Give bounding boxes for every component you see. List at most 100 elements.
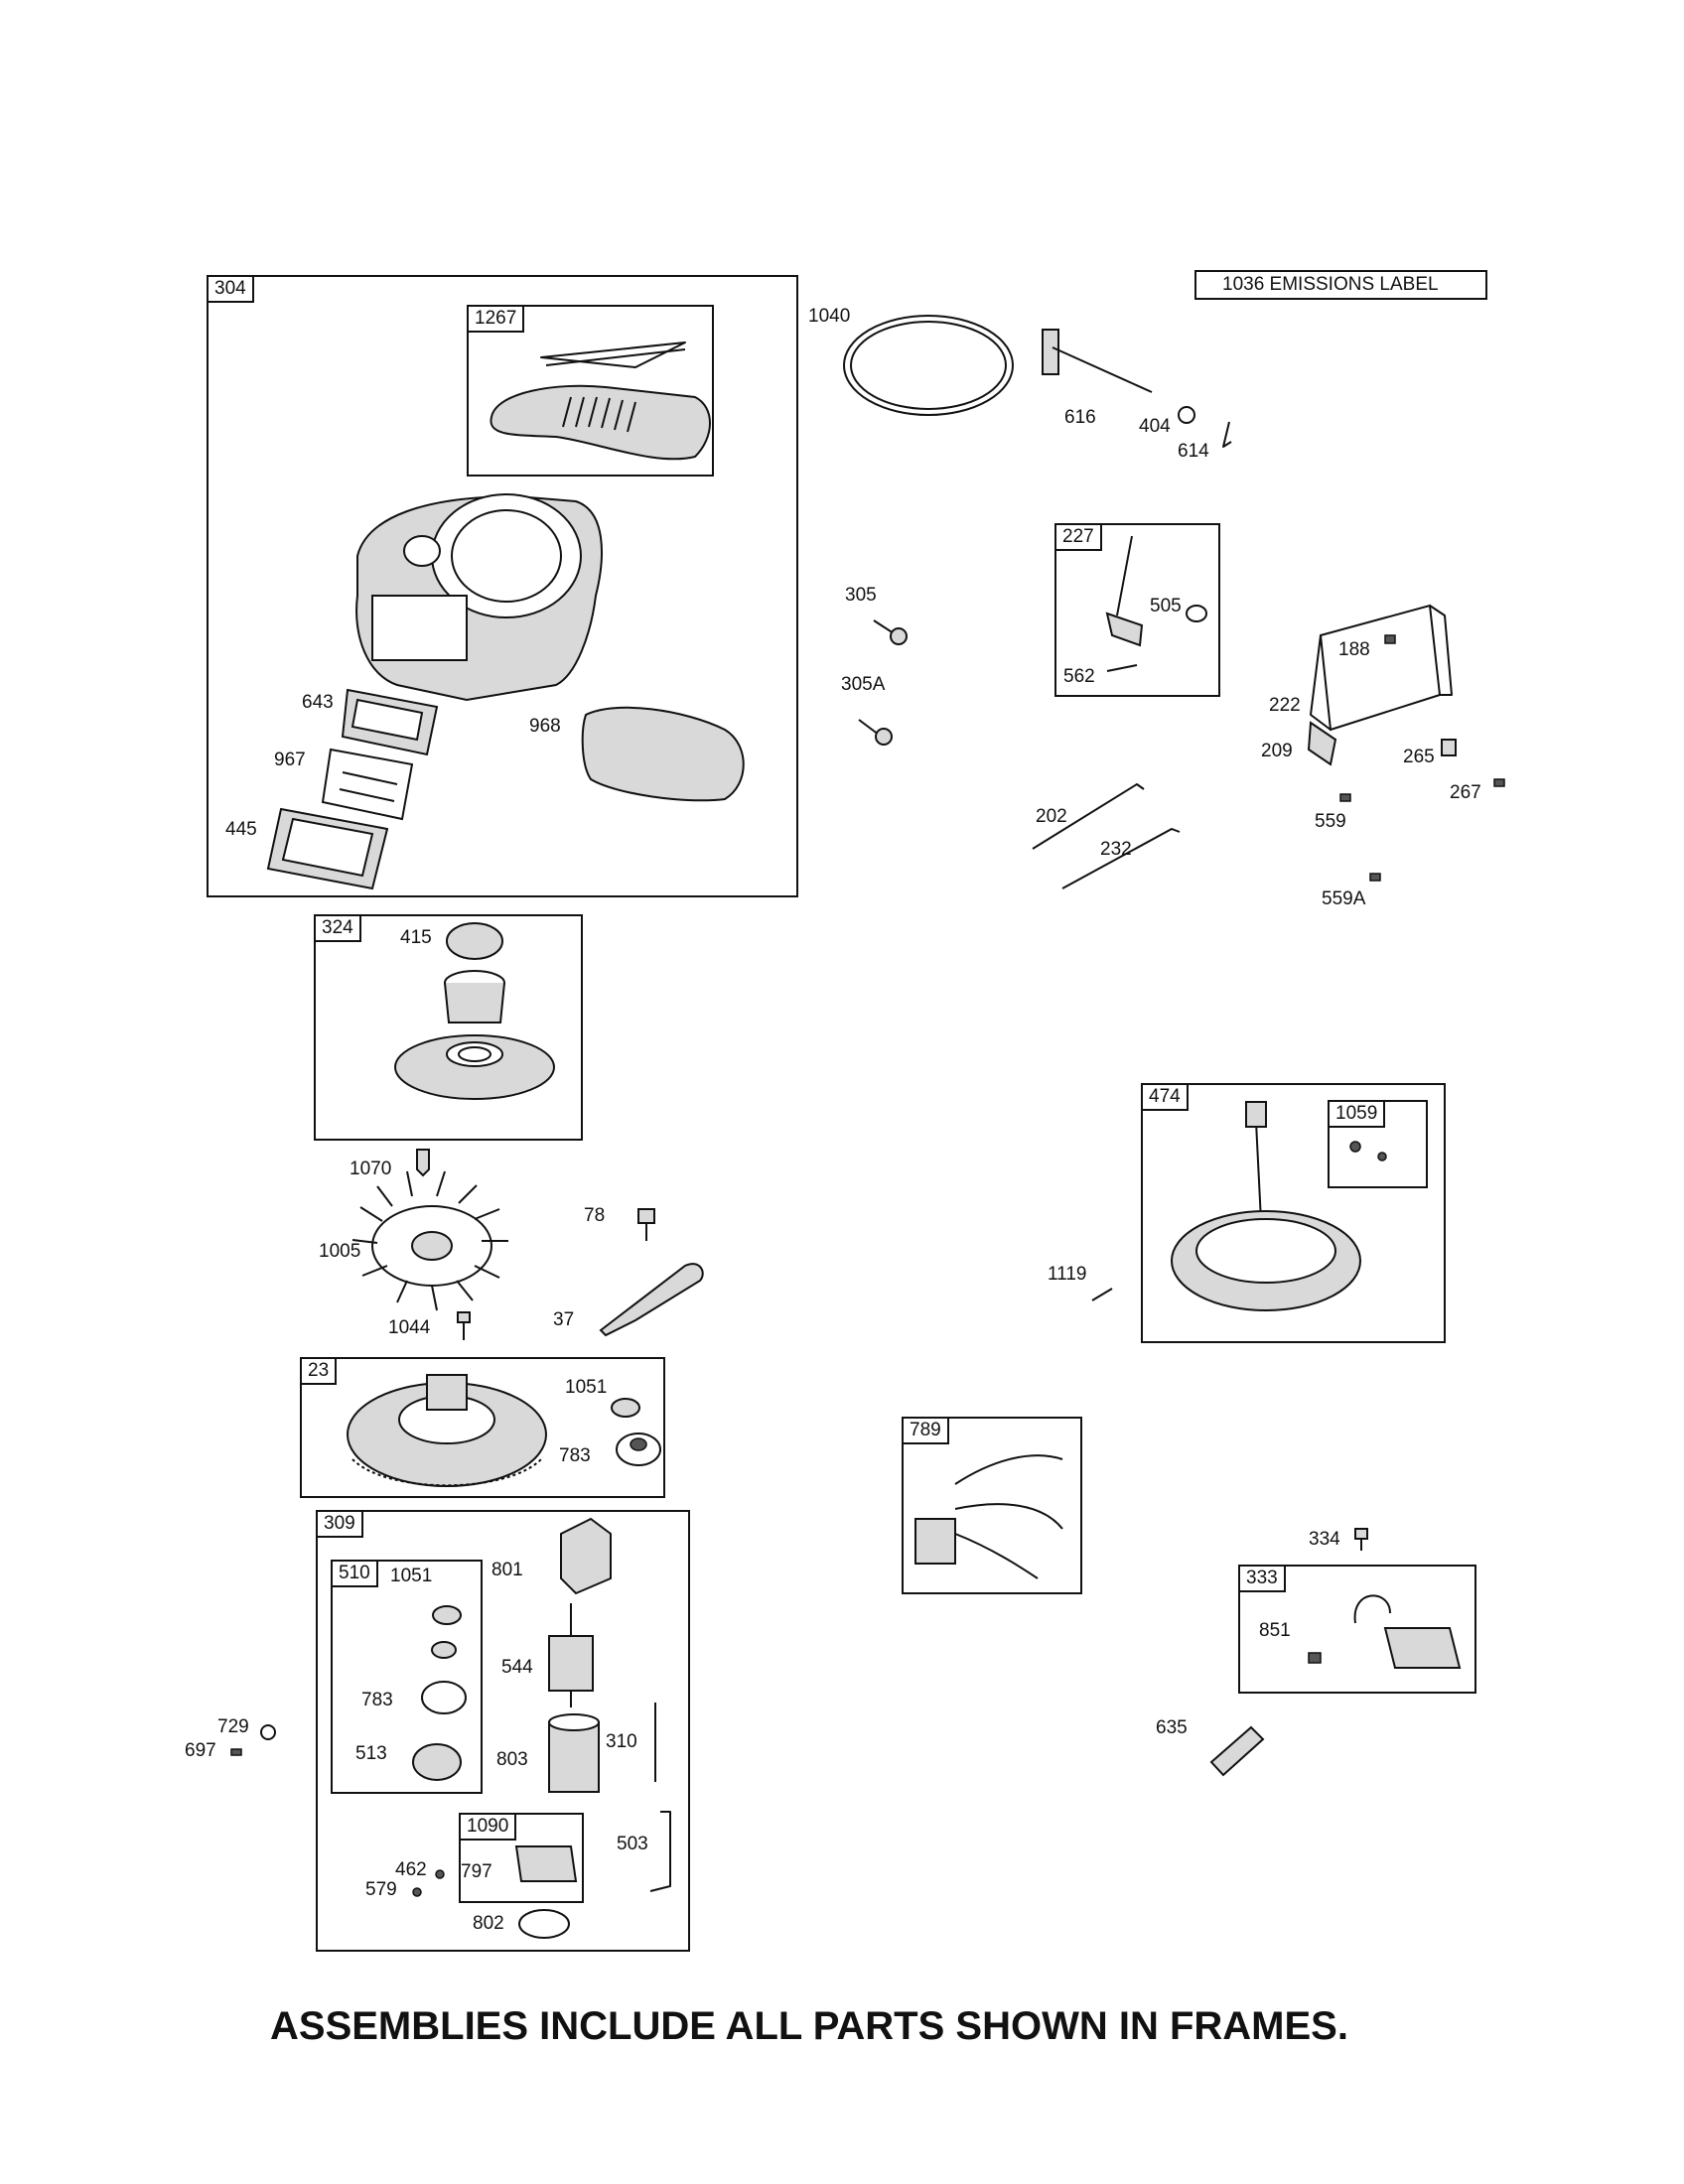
part-1005-fan-drawing	[351, 1170, 508, 1311]
part-label-305: 305	[845, 585, 877, 606]
part-label-579: 579	[365, 1879, 397, 1900]
part-label-1051-flywheel: 1051	[565, 1377, 608, 1398]
part-801-drawing	[560, 1517, 612, 1595]
frame-333: 333	[1238, 1565, 1476, 1694]
part-label-415: 415	[400, 927, 432, 948]
part-label-1040: 1040	[808, 306, 851, 327]
part-1044-drawing	[457, 1311, 471, 1340]
part-305a-drawing	[858, 719, 893, 746]
part-label-697: 697	[185, 1740, 216, 1761]
part-503-drawing	[649, 1811, 671, 1892]
part-1119-drawing	[1091, 1288, 1113, 1301]
frame-789-tag: 789	[902, 1417, 949, 1444]
part-label-968: 968	[529, 716, 561, 737]
part-324-screen-drawing	[394, 1034, 555, 1100]
frame-324-tag: 324	[314, 914, 361, 942]
frame-510-tag: 510	[331, 1560, 378, 1587]
part-803-drawing	[548, 1713, 600, 1793]
part-label-544: 544	[501, 1657, 533, 1678]
frame-1267: 1267	[467, 305, 714, 477]
part-333-ignition-drawing	[1353, 1594, 1462, 1669]
part-697-drawing	[230, 1748, 242, 1756]
frame-227: 227	[1054, 523, 1220, 697]
part-209-drawing	[1307, 721, 1337, 766]
part-label-265: 265	[1403, 747, 1435, 767]
frame-789: 789	[902, 1417, 1082, 1594]
frame-304-tag: 304	[207, 275, 254, 303]
frame-474: 474	[1141, 1083, 1446, 1343]
part-label-513: 513	[355, 1743, 387, 1764]
frame-1059-tag: 1059	[1328, 1100, 1386, 1128]
part-729-drawing	[260, 1724, 276, 1740]
part-202-drawing	[1032, 783, 1145, 850]
part-label-851: 851	[1259, 1620, 1291, 1641]
part-label-462: 462	[395, 1859, 427, 1880]
part-1040-ring-drawing	[843, 315, 1014, 416]
frame-1059: 1059	[1328, 1100, 1428, 1188]
part-label-635: 635	[1156, 1717, 1188, 1738]
part-334-drawing	[1354, 1528, 1368, 1551]
frame-309: 309	[316, 1510, 690, 1952]
part-label-1051-starter: 1051	[390, 1566, 433, 1586]
part-label-559: 559	[1315, 811, 1346, 832]
assemblies-footer-note: ASSEMBLIES INCLUDE ALL PARTS SHOWN IN FR…	[270, 2004, 1348, 2048]
part-802-drawing	[518, 1909, 570, 1939]
part-789-harness-drawing	[914, 1454, 1063, 1579]
part-544-armature-drawing	[548, 1603, 594, 1707]
part-label-305a: 305A	[841, 674, 886, 695]
frame-1090: 1090	[459, 1813, 584, 1903]
part-label-1070: 1070	[350, 1159, 392, 1179]
part-267-drawing	[1493, 778, 1505, 787]
part-label-616: 616	[1064, 407, 1096, 428]
part-label-232: 232	[1100, 839, 1132, 860]
part-label-614: 614	[1178, 441, 1209, 462]
part-579-drawing	[412, 1887, 422, 1897]
part-188-drawing	[1384, 634, 1396, 644]
part-label-404: 404	[1139, 416, 1171, 437]
frame-23-tag: 23	[300, 1357, 338, 1385]
part-510-stack-drawing	[412, 1605, 467, 1781]
part-462-drawing	[435, 1869, 445, 1879]
part-304-blower-housing-drawing	[355, 493, 603, 702]
part-404-drawing	[1178, 406, 1195, 424]
part-1059-nut-drawing	[1377, 1152, 1387, 1161]
part-559-drawing	[1339, 793, 1351, 802]
part-265-drawing	[1441, 739, 1457, 756]
part-label-559a: 559A	[1322, 888, 1366, 909]
part-label-643: 643	[302, 692, 334, 713]
part-label-802: 802	[473, 1913, 504, 1934]
part-851-drawing	[1308, 1652, 1322, 1664]
part-label-783-flywheel: 783	[559, 1445, 591, 1466]
part-label-503: 503	[617, 1834, 648, 1854]
part-label-801: 801	[491, 1560, 523, 1580]
part-78-drawing	[637, 1208, 655, 1241]
frame-474-tag: 474	[1141, 1083, 1189, 1111]
part-1070-drawing	[416, 1149, 430, 1177]
part-968-drawing	[581, 706, 745, 802]
frame-304: 304	[207, 275, 798, 897]
part-1267-shroud-cover-drawing	[490, 341, 711, 461]
part-445-drawing	[266, 807, 389, 890]
part-label-78: 78	[584, 1205, 606, 1226]
part-label-310: 310	[606, 1731, 637, 1752]
part-415-drawing	[446, 922, 503, 960]
part-37-drawing	[599, 1263, 704, 1337]
part-783-gear-drawing	[616, 1433, 661, 1466]
part-control-bracket-drawing	[1310, 604, 1453, 732]
part-label-1119: 1119	[1048, 1264, 1087, 1285]
part-643-drawing	[341, 688, 439, 756]
frame-1267-tag: 1267	[467, 305, 525, 333]
part-label-1005: 1005	[319, 1241, 361, 1262]
part-label-1044: 1044	[388, 1317, 431, 1338]
part-label-202: 202	[1036, 806, 1067, 827]
part-232-drawing	[1061, 828, 1181, 889]
frame-1090-tag: 1090	[459, 1813, 517, 1841]
part-label-445: 445	[225, 819, 257, 840]
part-797-drawing	[514, 1845, 578, 1882]
part-1051-washer-drawing	[611, 1398, 640, 1418]
part-23-flywheel-drawing	[347, 1374, 547, 1487]
part-label-267: 267	[1450, 782, 1481, 803]
frame-309-tag: 309	[316, 1510, 363, 1538]
